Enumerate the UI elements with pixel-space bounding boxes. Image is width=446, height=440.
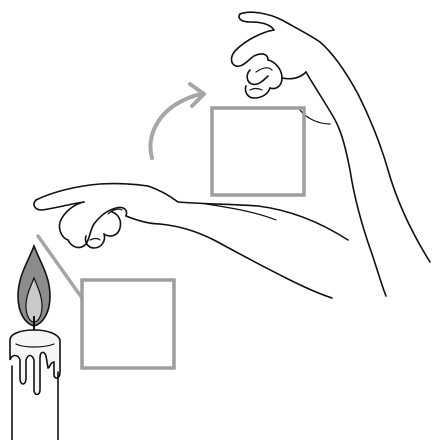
raised-hand-icon (232, 12, 431, 296)
square-paper-lower (82, 280, 174, 368)
candle-icon (10, 246, 60, 440)
square-paper-upper (212, 108, 304, 195)
curved-arrow-icon (150, 84, 204, 158)
